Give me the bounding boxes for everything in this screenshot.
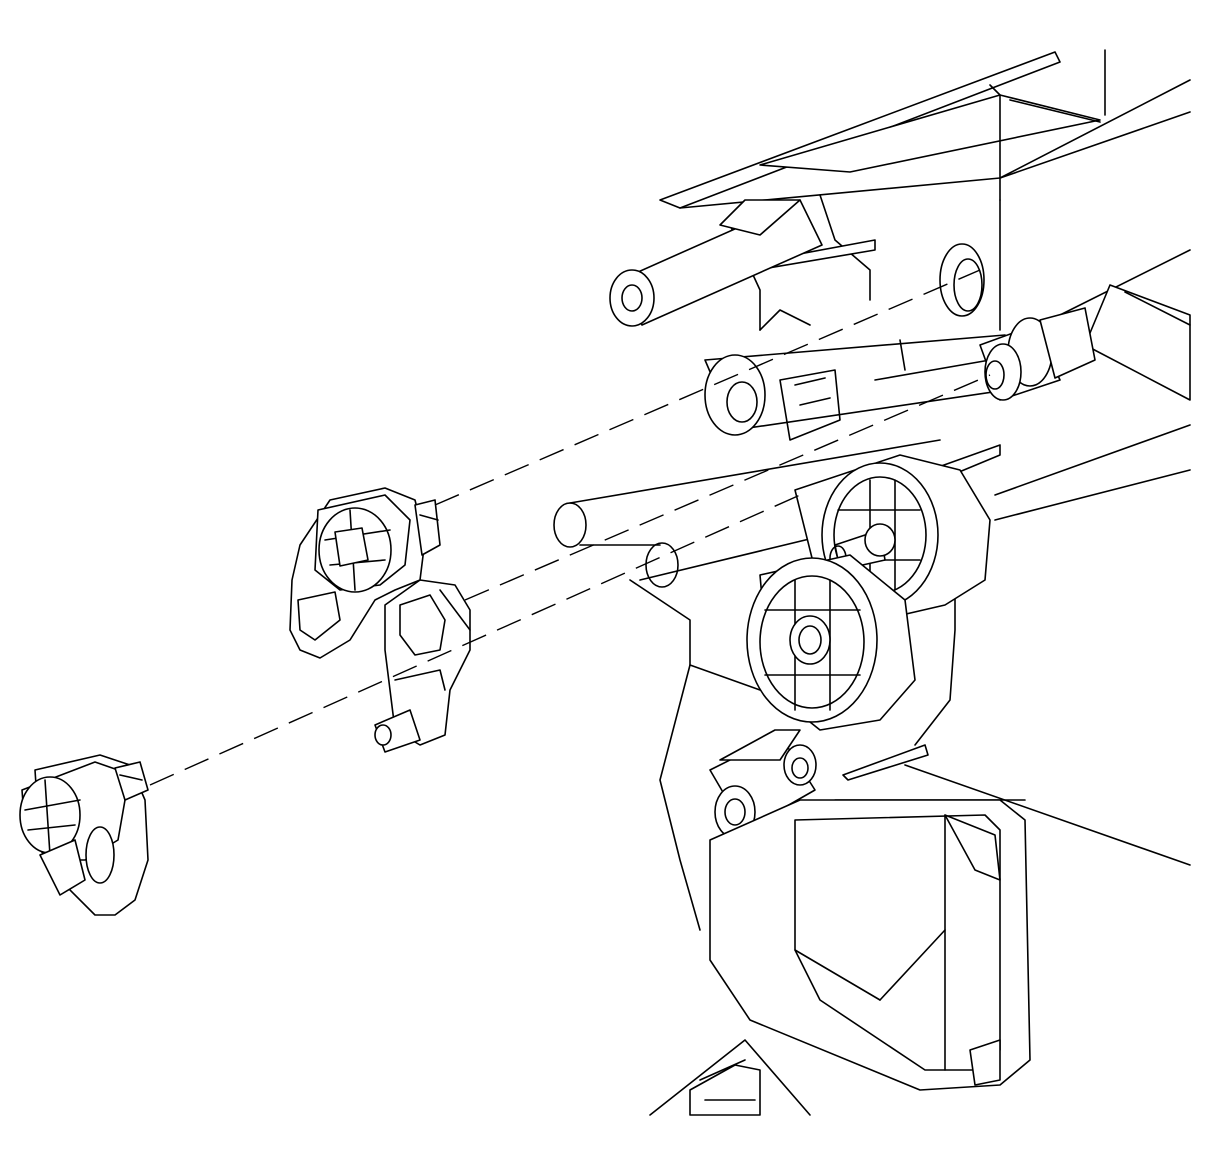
middle-axis-line — [464, 374, 991, 601]
upper-detached-bushing — [289, 487, 441, 659]
alignment-lines — [149, 269, 991, 786]
central-shaft — [553, 307, 1096, 588]
lower-pivot-bushing — [746, 554, 916, 731]
upper-axis-line — [434, 269, 981, 506]
lower-axis-line — [149, 494, 801, 786]
lower-rectangular-duct — [709, 799, 1031, 1091]
lower-shaft-stub — [709, 729, 817, 839]
bell-crank-lever — [374, 579, 471, 753]
housing-frame — [629, 49, 1191, 1116]
left-detached-bushing — [19, 754, 149, 916]
upper-pivot-shaft — [609, 199, 985, 327]
